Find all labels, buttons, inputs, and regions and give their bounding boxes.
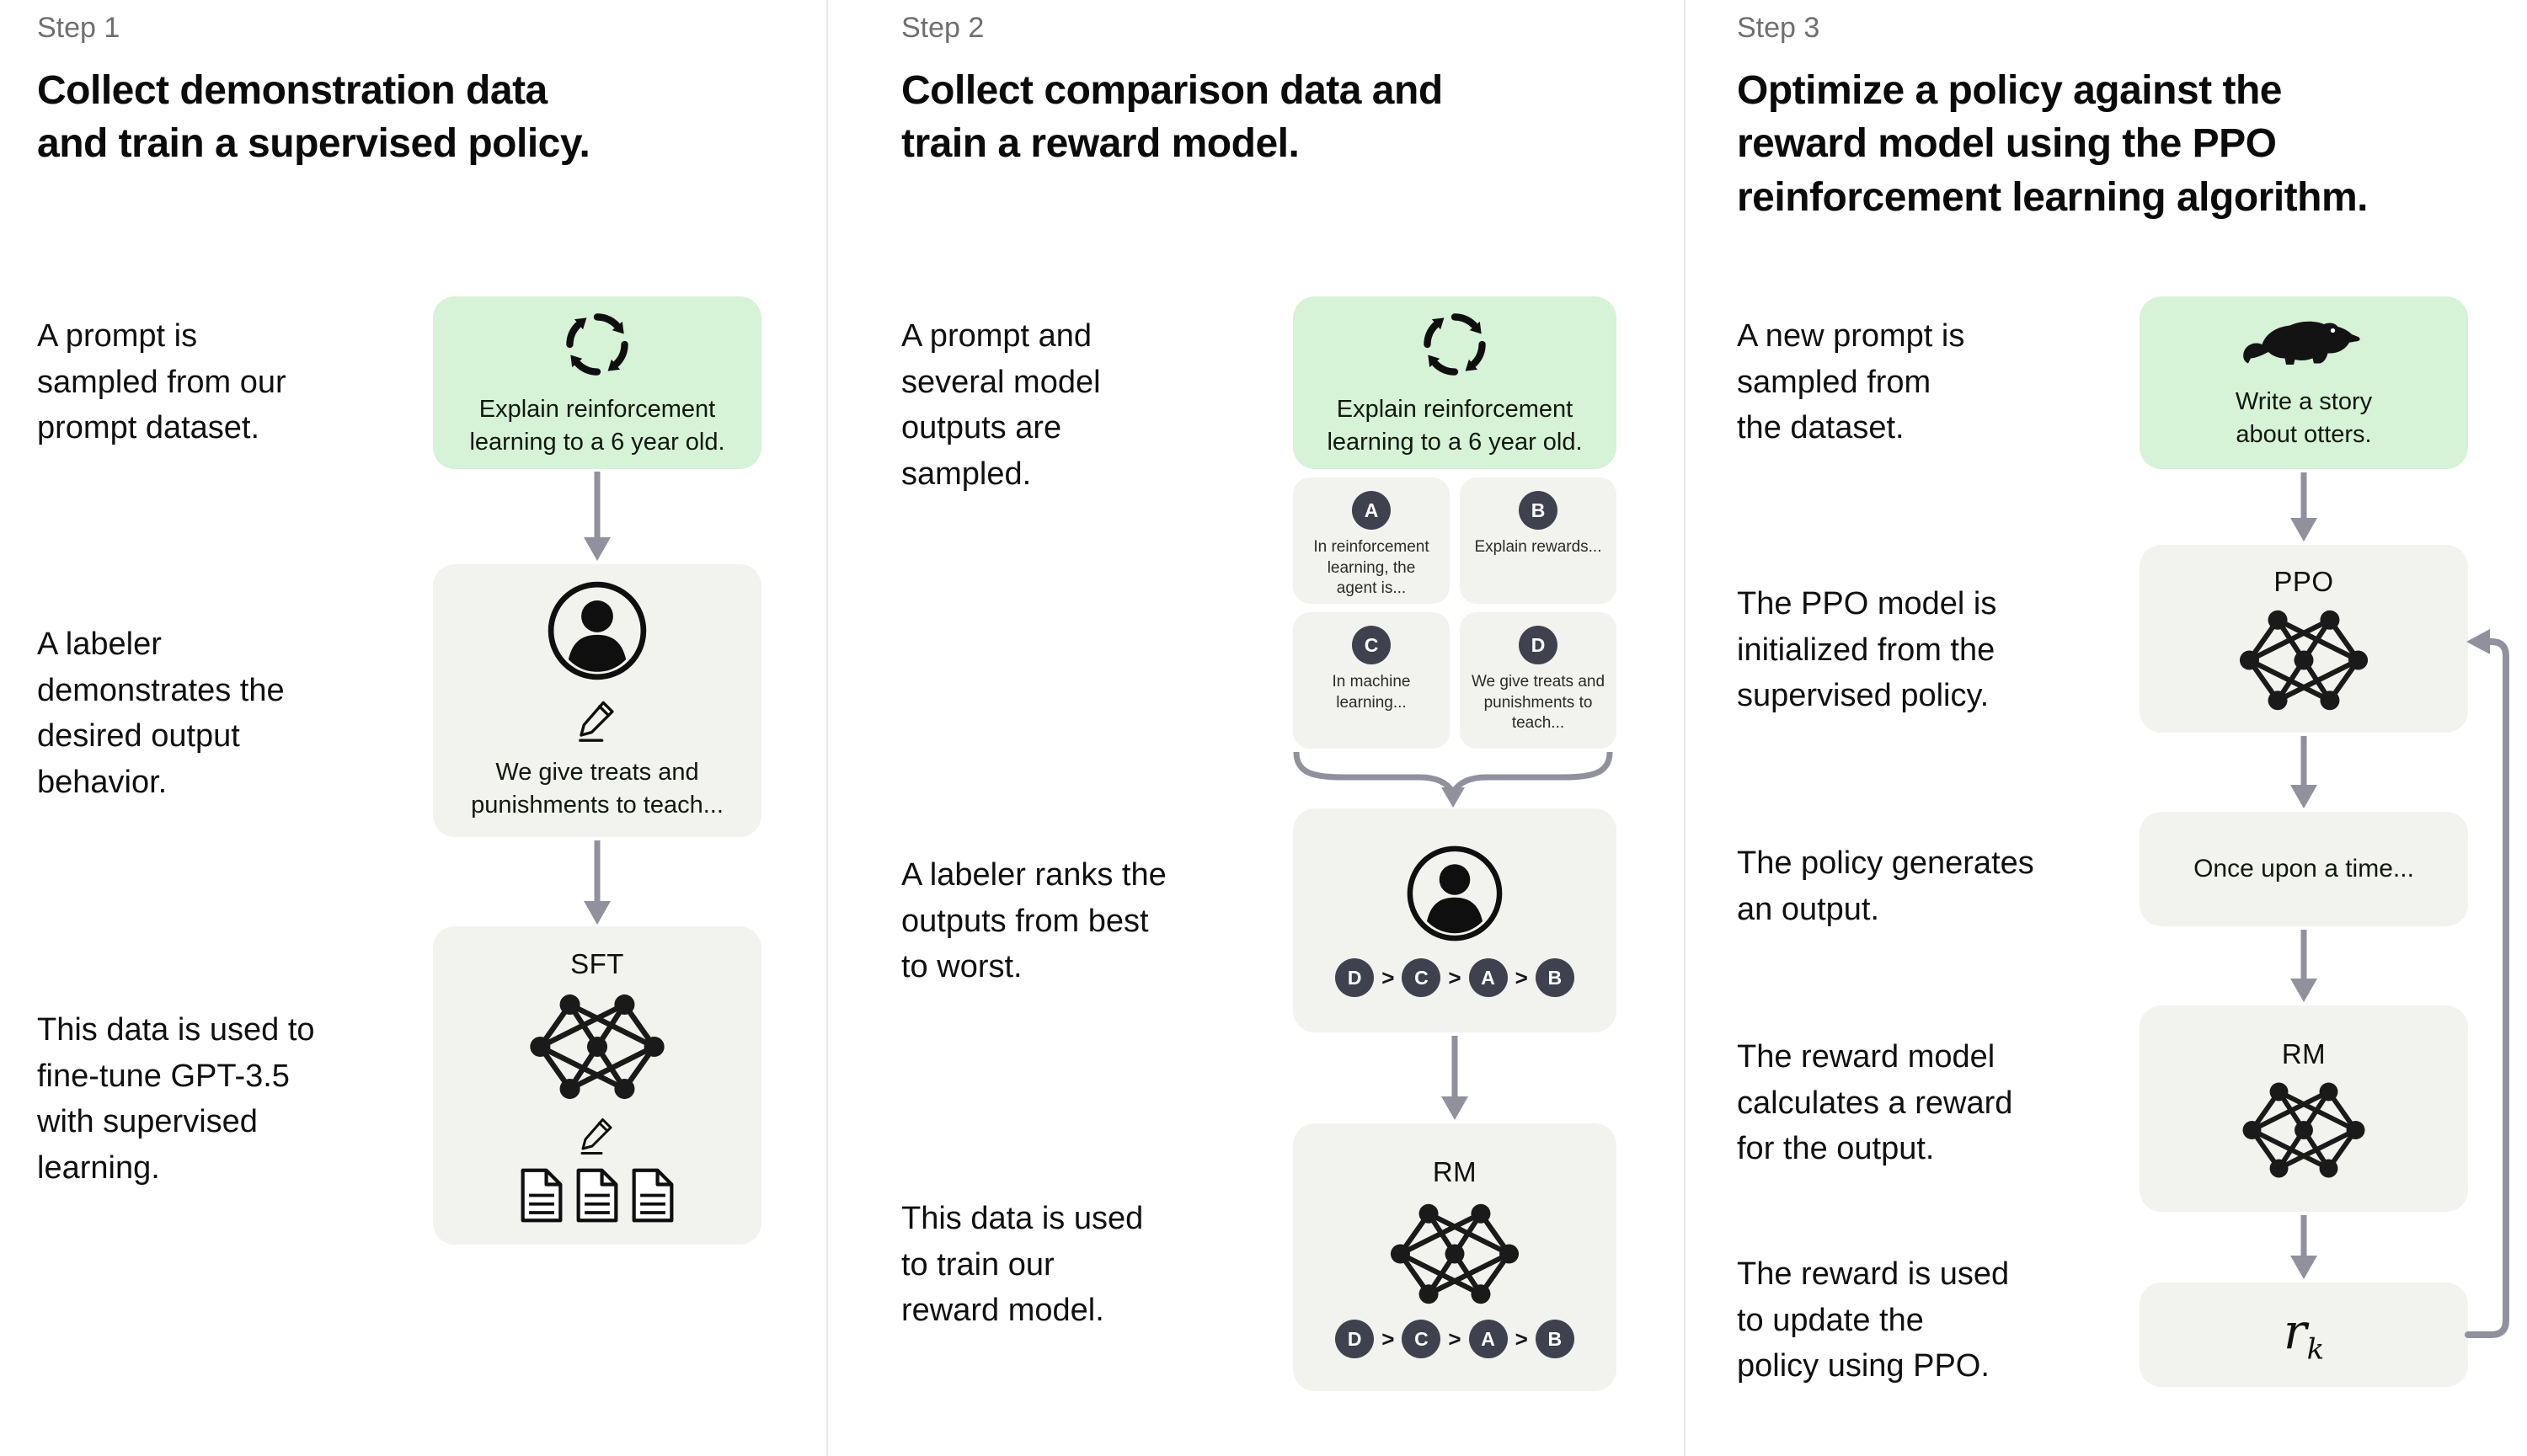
down-arrow-icon (2290, 472, 2317, 541)
rank-separator: > (1515, 1325, 1528, 1352)
model-outputs-grid: A In reinforcement learning, the agent i… (1293, 477, 1616, 749)
output-chip-c: C (1352, 626, 1391, 664)
rank-chip: B (1535, 958, 1574, 997)
step1-caption-finetune: This data is used to fine-tune GPT-3.5 w… (37, 1012, 315, 1187)
reward-base: r (2283, 1303, 2307, 1361)
ppo-model-label: PPO (2273, 565, 2334, 597)
feedback-loop-arrow (2465, 629, 2509, 1338)
sft-model-label: SFT (570, 947, 624, 979)
pencil-icon (576, 1113, 618, 1155)
output-text-c: In machine learning... (1332, 673, 1411, 712)
step1-prompt-box: Explain reinforcement learning to a 6 ye… (433, 296, 761, 469)
rm-model-label: RM (1432, 1156, 1477, 1187)
output-chip-d: D (1519, 626, 1557, 664)
network-icon (1384, 1202, 1525, 1306)
down-arrow-icon (2290, 736, 2317, 808)
down-arrow-icon (1441, 1036, 1468, 1120)
output-box-d: D We give treats and punishments to teac… (1460, 612, 1616, 749)
reward-value: rk (2284, 1303, 2324, 1367)
step1-label: Step 1 (37, 12, 120, 44)
step2-label: Step 2 (901, 12, 985, 44)
output-box-c: C In machine learning... (1293, 612, 1450, 749)
network-icon (2236, 1080, 2372, 1180)
rank-chip: A (1468, 1320, 1508, 1358)
output-text-d: We give treats and punishments to teach.… (1471, 673, 1605, 733)
output-text-a: In reinforcement learning, the agent is.… (1313, 538, 1429, 598)
cycle-icon (560, 307, 634, 381)
otter-icon (2241, 314, 2367, 377)
step1-labeler-text: We give treats and punishments to teach.… (471, 759, 724, 819)
ranking-row: D > C > A > B (1335, 958, 1574, 997)
step2-labeler-box: D > C > A > B (1293, 808, 1616, 1032)
ranking-row: D > C > A > B (1335, 1320, 1574, 1358)
output-text-b: Explain rewards... (1474, 538, 1602, 556)
step3-caption-generates: The policy generates an output. (1737, 845, 2034, 927)
step3-prompt-box: Write a story about otters. (2140, 296, 2468, 469)
down-arrow-icon (2290, 1215, 2317, 1279)
step2-rm-box: RM D > C > A > B (1293, 1123, 1616, 1391)
step2-caption-ranks: A labeler ranks the outputs from best to… (901, 857, 1167, 985)
output-box-a: A In reinforcement learning, the agent i… (1293, 477, 1450, 604)
column-divider-1 (826, 0, 828, 1456)
step2-prompt-box: Explain reinforcement learning to a 6 ye… (1293, 296, 1616, 469)
rank-separator: > (1381, 964, 1395, 990)
down-arrow-icon (584, 472, 611, 561)
down-arrow-icon (2290, 930, 2317, 1002)
step3-reward-box: rk (2140, 1283, 2468, 1387)
step3-rm-box: RM (2140, 1005, 2468, 1212)
output-chip-b: B (1519, 491, 1557, 530)
step2-title: Collect comparison data and train a rewa… (901, 68, 1443, 167)
step3-output-box: Once upon a time... (2140, 812, 2468, 926)
step2-prompt-text: Explain reinforcement learning to a 6 ye… (1327, 395, 1583, 456)
output-chip-a: A (1352, 491, 1391, 530)
step3-output-text: Once upon a time... (2193, 855, 2414, 883)
rm-model-label: RM (2281, 1037, 2327, 1069)
network-icon (2233, 608, 2375, 712)
rank-chip: C (1402, 958, 1441, 997)
rank-separator: > (1448, 964, 1461, 990)
pencil-icon (574, 696, 621, 743)
step3-caption-new-prompt: A new prompt is sampled from the dataset… (1737, 318, 1965, 446)
column-divider-2 (1684, 0, 1686, 1456)
rank-chip: A (1468, 958, 1508, 997)
step3-caption-calculates: The reward model calculates a reward for… (1737, 1039, 2013, 1167)
step3-title: Optimize a policy against the reward mod… (1737, 68, 2368, 220)
step3-prompt-text: Write a story about otters. (2235, 388, 2373, 448)
step2-caption-sampled: A prompt and several model outputs are s… (901, 318, 1101, 493)
rank-chip: D (1335, 958, 1375, 997)
step3-label: Step 3 (1737, 12, 1820, 44)
rank-chip: C (1402, 1320, 1441, 1358)
output-box-b: B Explain rewards... (1460, 477, 1616, 604)
step1-sft-box: SFT (433, 926, 761, 1245)
step1-caption-labeler: A labeler demonstrates the desired outpu… (37, 627, 285, 801)
step2-caption-train: This data is used to train our reward mo… (901, 1201, 1144, 1329)
rank-chip: D (1335, 1320, 1375, 1358)
down-arrow-icon (584, 840, 611, 925)
rank-chip: B (1535, 1320, 1574, 1358)
step3-caption-update: The reward is used to update the policy … (1737, 1256, 2010, 1384)
step1-prompt-text: Explain reinforcement learning to a 6 ye… (469, 395, 725, 456)
person-icon (546, 579, 649, 682)
person-icon (1405, 844, 1504, 943)
rank-separator: > (1515, 964, 1528, 990)
reward-subscript: k (2306, 1332, 2325, 1367)
step1-caption-prompt: A prompt is sampled from our prompt data… (37, 318, 286, 446)
converge-brace-arrow (1293, 752, 1613, 808)
step3-caption-init: The PPO model is initialized from the su… (1737, 586, 1997, 714)
network-icon (523, 992, 671, 1101)
rank-separator: > (1381, 1325, 1395, 1352)
documents-icon (518, 1167, 676, 1224)
step1-title: Collect demonstration data and train a s… (37, 68, 590, 167)
step1-labeler-box: We give treats and punishments to teach.… (433, 564, 761, 837)
cycle-icon (1418, 307, 1492, 381)
rank-separator: > (1448, 1325, 1461, 1352)
step3-ppo-box: PPO (2140, 545, 2468, 733)
